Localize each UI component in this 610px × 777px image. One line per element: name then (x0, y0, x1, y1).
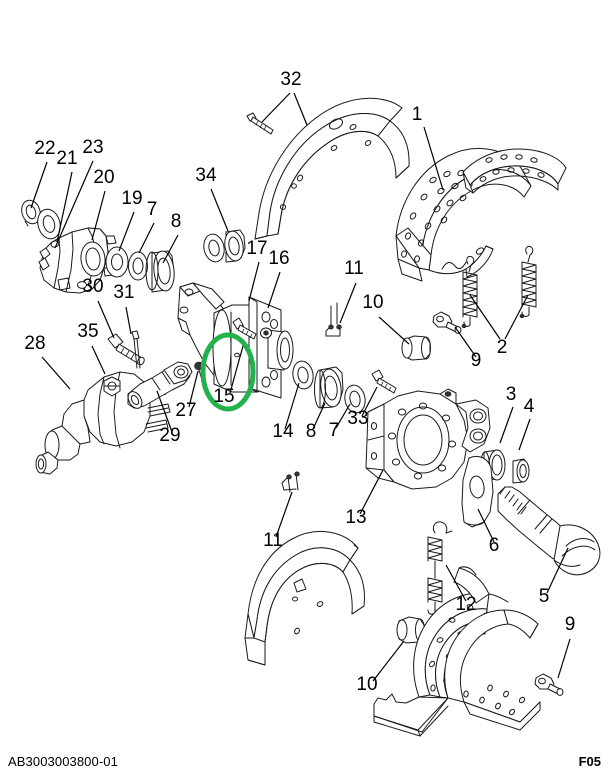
callout-1: 1 (412, 104, 423, 125)
callout-5: 5 (539, 586, 550, 607)
part-bushing-8b (314, 366, 344, 409)
highlight-ellipse (200, 332, 256, 412)
part-bushing-34 (224, 229, 246, 263)
part-dust-shield-bolt (246, 112, 274, 135)
callout-16: 16 (268, 248, 289, 269)
callout-14: 14 (272, 421, 294, 442)
part-thrust-washer-19 (105, 246, 129, 278)
callout-7a: 7 (147, 199, 158, 220)
callout-22: 22 (34, 138, 55, 159)
callout-9b: 9 (565, 614, 576, 635)
callout-30: 30 (82, 276, 103, 297)
callout-2: 2 (497, 337, 508, 358)
callout-6: 6 (489, 535, 500, 556)
callout-32: 32 (280, 69, 301, 90)
part-brake-camshaft-5 (497, 486, 601, 576)
callout-10b: 10 (356, 674, 377, 695)
callout-4: 4 (524, 396, 535, 417)
callout-29: 29 (159, 425, 180, 446)
callout-21: 21 (56, 148, 77, 169)
part-cam-roller-10a (401, 335, 431, 361)
part-brake-shoe-lower (373, 566, 541, 737)
part-retainer-clip-11b (281, 471, 300, 493)
part-camshaft-tube-housing-15 (177, 282, 294, 399)
part-return-spring-2a (461, 256, 478, 329)
callout-8a: 8 (171, 211, 182, 232)
callout-3: 3 (506, 384, 517, 405)
callout-23: 23 (82, 137, 103, 158)
callout-27: 27 (175, 400, 196, 421)
callout-numbers: 1 2 3 4 5 6 7 7 8 8 9 9 10 10 11 11 12 1… (24, 69, 575, 695)
callout-15: 15 (213, 386, 234, 407)
part-cotter-pin-31 (131, 330, 141, 369)
callout-leader-lines (30, 92, 571, 682)
part-camshaft-spacer-4 (512, 458, 530, 484)
part-grease-fitting-9b (534, 673, 564, 696)
callout-13: 13 (345, 507, 366, 528)
part-retainer-clip-11a (325, 302, 342, 337)
callout-33: 33 (347, 408, 368, 429)
callout-7b: 7 (329, 420, 340, 441)
part-brake-spider-13 (365, 388, 491, 490)
callout-19: 19 (121, 188, 142, 209)
callout-8b: 8 (306, 421, 317, 442)
callout-34: 34 (195, 165, 217, 186)
callout-11b: 11 (263, 530, 283, 551)
part-washer-21 (37, 208, 61, 240)
callout-20: 20 (93, 167, 114, 188)
callout-9a: 9 (471, 350, 482, 371)
footer: AB3003003800-01 F05 (0, 743, 610, 777)
part-hex-nut-35 (103, 376, 121, 397)
part-dust-shield-lower (244, 531, 365, 666)
footer-part-number: AB3003003800-01 (8, 754, 118, 769)
callout-11a: 11 (344, 258, 364, 279)
part-seal-14 (292, 360, 314, 390)
part-camshaft-bracket-6 (461, 455, 494, 528)
part-cap-screw-17 (232, 317, 257, 340)
callout-12: 12 (455, 594, 476, 615)
part-oil-seal-7b (344, 384, 366, 414)
part-seal-34b (203, 233, 225, 263)
part-oil-seal-7a (128, 251, 148, 281)
part-clevis-yoke-29 (127, 361, 193, 409)
part-cap-screw-33 (371, 369, 397, 394)
part-shoe-retaining-spring-12 (427, 521, 453, 615)
part-snap-ring-22 (21, 199, 41, 227)
footer-figure-code: F05 (578, 754, 601, 769)
callout-28: 28 (24, 333, 45, 354)
part-return-spring-2b (519, 246, 537, 319)
callout-17: 17 (246, 238, 267, 259)
callout-31: 31 (113, 282, 134, 303)
part-lock-washer-16 (260, 327, 272, 339)
callout-35: 35 (77, 321, 98, 342)
part-dust-shield (254, 97, 410, 240)
callout-10a: 10 (362, 292, 383, 313)
part-bushing-8a (145, 250, 175, 293)
part-brake-lining-strip (462, 148, 567, 194)
